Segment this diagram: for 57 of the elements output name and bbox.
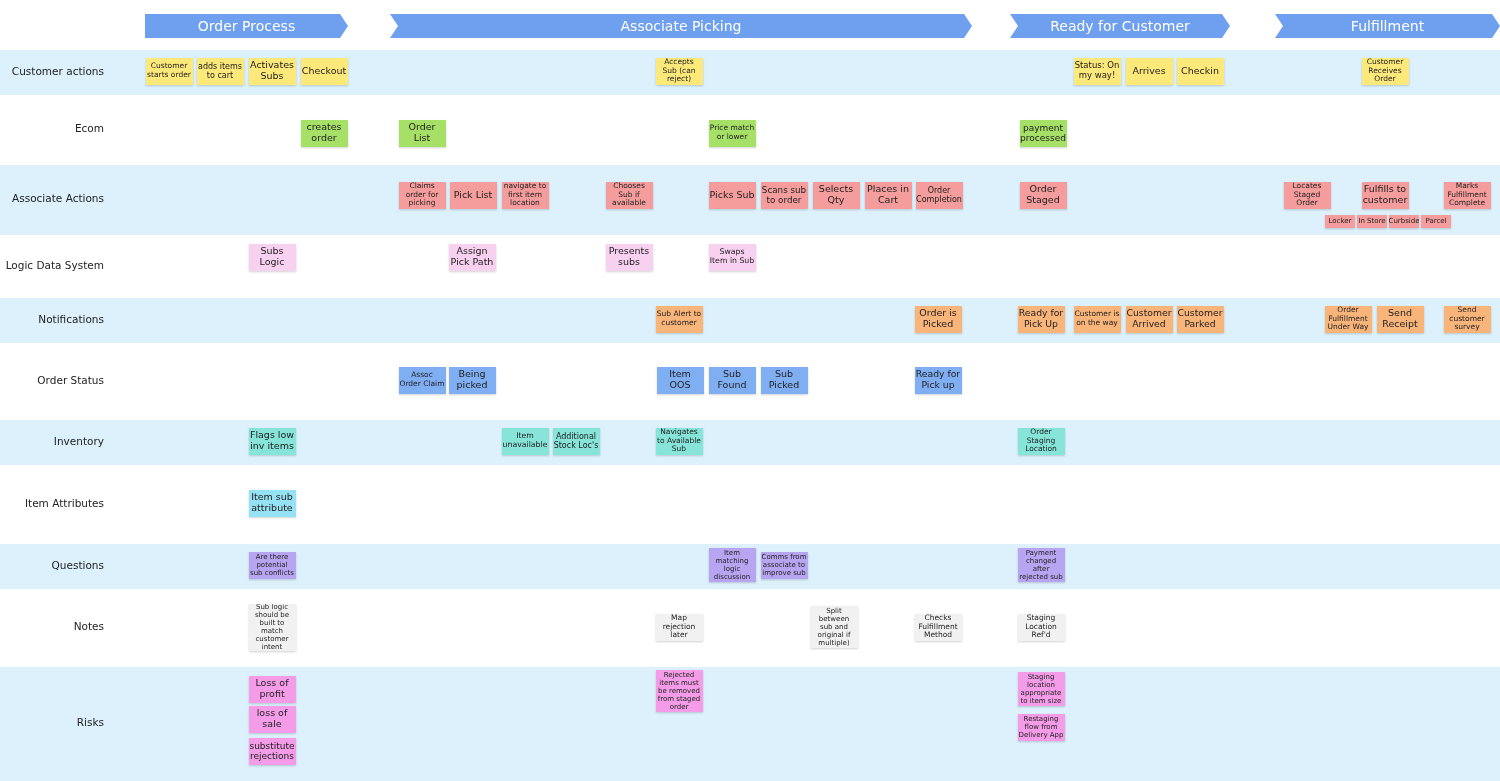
lane-band — [0, 667, 1500, 781]
lane-label: Notes — [73, 620, 104, 632]
sticky-note: Places in Cart — [864, 181, 912, 209]
sticky-note: Loss of profit — [248, 675, 296, 703]
sticky-note: Fulfills to customer — [1361, 181, 1409, 209]
lane-label: Item Attributes — [24, 496, 104, 509]
lane-band — [0, 544, 1500, 589]
lane-label: Ecom — [74, 122, 104, 134]
phase-banner: Order Process — [145, 14, 348, 38]
lane-label: Customer actions — [11, 64, 104, 77]
sticky-note: Checkout — [300, 57, 348, 85]
lane-label: Order Status — [37, 373, 104, 386]
sticky-note: Checkin — [1176, 57, 1224, 85]
sticky-note: Additional Stock Loc's — [552, 427, 600, 455]
sticky-note: Sub Picked — [760, 366, 808, 394]
lane-band — [0, 50, 1500, 95]
sticky-note: Flags low inv items — [248, 427, 296, 455]
sticky-note: Item sub attribute — [248, 489, 296, 517]
sticky-note: Order is Picked — [914, 305, 962, 333]
sticky-note: Selects Qty — [812, 181, 860, 209]
lane-band — [0, 298, 1500, 343]
sticky-note: Subs Logic — [248, 243, 296, 271]
sticky-note: Ready for Pick up — [914, 366, 962, 394]
sticky-note: Sub Found — [708, 366, 756, 394]
lane-label: Logic Data System — [5, 258, 104, 271]
lane-label: Inventory — [53, 434, 104, 447]
sticky-note: Pick List — [449, 181, 497, 209]
lane-band — [0, 165, 1500, 235]
sticky-note: adds items to cart — [196, 57, 244, 85]
sticky-note: loss of sale — [248, 705, 296, 733]
phase-banner: Fulfillment — [1275, 14, 1500, 38]
phase-banner: Associate Picking — [390, 14, 972, 38]
sticky-note: Order List — [398, 119, 446, 147]
lane-label: Notifications — [38, 312, 104, 325]
sticky-note: Status: On my way! — [1073, 57, 1121, 85]
sticky-note: Arrives — [1125, 57, 1173, 85]
sticky-note: substitute rejections — [248, 737, 296, 765]
lane-band — [0, 420, 1500, 465]
sticky-note: Ready for Pick Up — [1017, 305, 1065, 333]
sticky-note: Send Receipt — [1376, 305, 1424, 333]
sticky-note: Picks Sub — [708, 181, 756, 209]
sticky-note: Item OOS — [656, 366, 704, 394]
phase-banner: Ready for Customer — [1010, 14, 1230, 38]
sticky-note: creates order — [300, 119, 348, 147]
lane-label: Risks — [76, 716, 104, 728]
lane-label: Associate Actions — [12, 192, 104, 204]
sticky-note: Customer Parked — [1176, 305, 1224, 333]
lane-label: Questions — [51, 558, 104, 571]
sticky-note: Assign Pick Path — [448, 243, 496, 271]
sticky-note: Scans sub to order — [760, 181, 808, 209]
sticky-note: Being picked — [448, 366, 496, 394]
sticky-note: Customer Arrived — [1125, 305, 1173, 333]
sticky-note: Activates Subs — [248, 57, 296, 85]
sticky-note: Order Completion — [915, 181, 963, 209]
sticky-note: Presents subs — [605, 243, 653, 271]
sticky-note: Order Staged — [1019, 181, 1067, 209]
sticky-note: payment processed — [1019, 119, 1067, 147]
